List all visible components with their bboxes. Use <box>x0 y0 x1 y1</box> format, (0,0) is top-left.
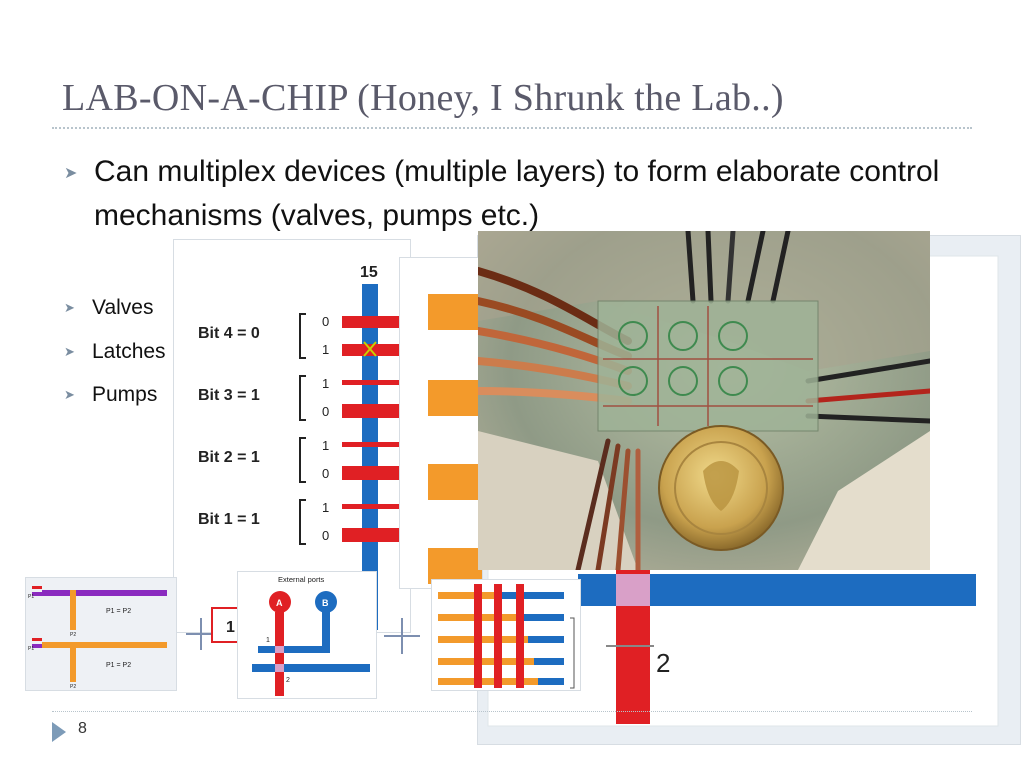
orange-block <box>428 294 484 330</box>
bit-bracket <box>299 375 306 421</box>
slide-title: LAB-ON-A-CHIP (Honey, I Shrunk the Lab..… <box>62 77 784 119</box>
footer-divider <box>52 711 972 712</box>
port-a-label: A <box>276 598 283 608</box>
plus-connector: 1 <box>182 600 239 662</box>
bit-value: 1 <box>322 342 329 357</box>
bit-value: 0 <box>322 466 329 481</box>
p2-label: P2 <box>70 632 76 638</box>
external-ports-figure: External ports A B 1 2 <box>238 572 376 698</box>
control-line <box>342 316 402 328</box>
chip-photo-svg <box>478 231 930 570</box>
sub-bullet: ➤ Pumps <box>64 383 157 407</box>
orange-block <box>428 548 484 584</box>
equation-label: P1 = P2 <box>106 662 131 669</box>
control-line <box>342 404 402 418</box>
main-bullet-text: Can multiplex devices (multiple layers) … <box>94 155 940 232</box>
ports-title: External ports <box>278 575 325 584</box>
p1-label: P1 <box>28 646 34 652</box>
column-label: 15 <box>360 264 378 281</box>
port-b <box>315 591 337 613</box>
bit-value: 0 <box>322 404 329 419</box>
bit-value: 0 <box>322 528 329 543</box>
title-divider <box>52 127 972 129</box>
cross-label-2: 2 <box>656 648 670 678</box>
pump-lines-figure <box>432 580 580 690</box>
control-line <box>342 380 402 385</box>
sub-bullet-text: Pumps <box>92 383 158 406</box>
blocked-x-icon <box>363 341 377 357</box>
bit-label: Bit 2 = 1 <box>198 449 260 466</box>
bit-value: 1 <box>322 500 329 515</box>
blue-column <box>362 284 378 630</box>
purple-channel <box>42 590 167 596</box>
pump-valve <box>494 584 502 688</box>
bit-label: Bit 1 = 1 <box>198 511 260 528</box>
bullet-arrow-icon: ➤ <box>64 300 75 315</box>
pump-valve <box>474 584 482 688</box>
footer-triangle-icon <box>52 722 66 742</box>
control-line <box>342 528 402 542</box>
pump-valve <box>516 584 524 688</box>
plus-connector <box>382 612 432 660</box>
control-line <box>342 466 402 480</box>
bullet-arrow-icon: ➤ <box>64 387 75 402</box>
ports-label-2: 2 <box>286 677 290 684</box>
ports-label-1: 1 <box>266 637 270 644</box>
bit-bracket <box>299 499 306 545</box>
page-number: 8 <box>78 720 87 737</box>
equation-label: P1 = P2 <box>106 608 131 615</box>
bit-bracket <box>299 313 306 359</box>
bullet-arrow-icon: ➤ <box>64 344 75 359</box>
control-line <box>342 504 402 509</box>
control-line <box>342 442 402 447</box>
orange-block <box>428 464 484 500</box>
p2-label: P2 <box>70 684 76 690</box>
fragment-label-1: 1 <box>226 619 235 636</box>
bit-value: 1 <box>322 376 329 391</box>
sub-bullet: ➤ Latches <box>64 340 166 364</box>
bit-label: Bit 4 = 0 <box>198 325 260 342</box>
orange-block <box>428 380 484 416</box>
sub-bullet-text: Latches <box>92 340 166 363</box>
chip-photo <box>478 231 930 570</box>
valve-diagram: P1 P2 P1 = P2 P1 P2 P1 = P2 <box>26 578 176 690</box>
orange-block-figure <box>400 258 484 588</box>
p1-label: P1 <box>28 594 34 600</box>
bit-value: 0 <box>322 314 329 329</box>
bullet-arrow-icon: ➤ <box>64 165 78 182</box>
sub-bullet-text: Valves <box>92 296 154 319</box>
bit-bracket <box>299 437 306 483</box>
port-b-label: B <box>322 598 329 608</box>
bit-value: 1 <box>322 438 329 453</box>
bit-label: Bit 3 = 1 <box>198 387 260 404</box>
main-bullet: ➤ Can multiplex devices (multiple layers… <box>64 150 964 238</box>
valve-overlap <box>616 574 650 606</box>
sub-bullet: ➤ Valves <box>64 296 153 320</box>
port-a <box>269 591 291 613</box>
